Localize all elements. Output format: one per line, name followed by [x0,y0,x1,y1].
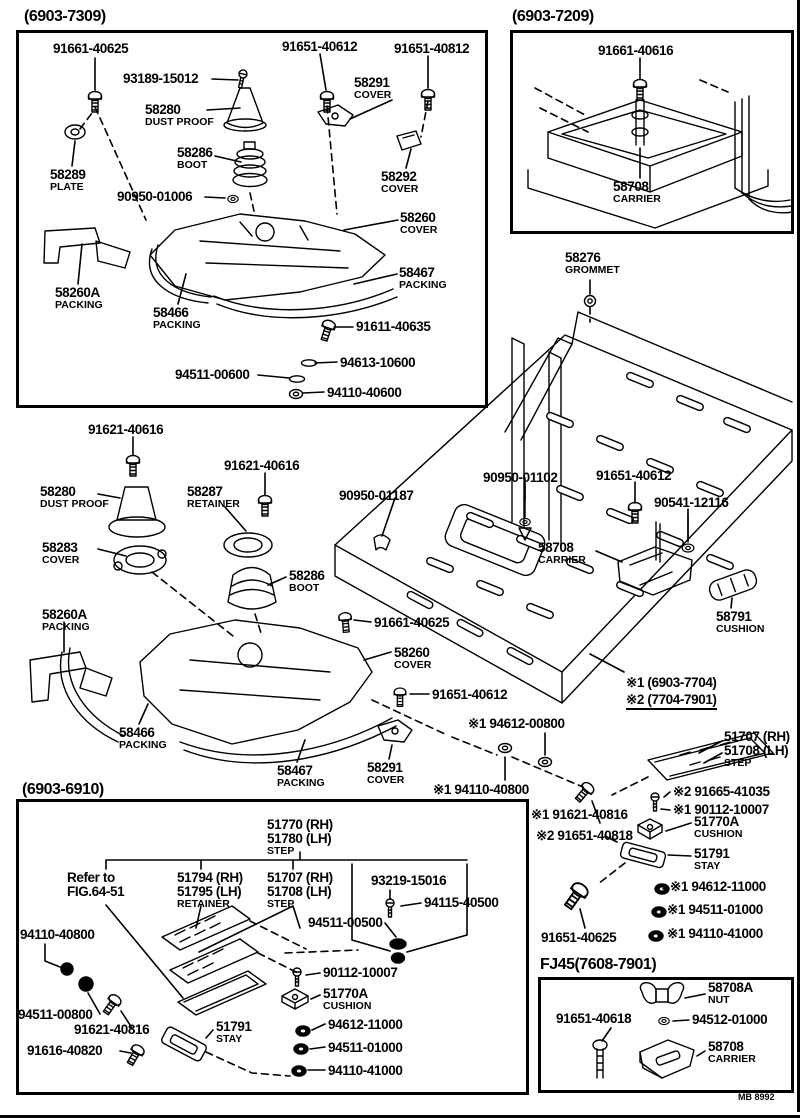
part-label: 91661-40625 [53,41,129,56]
floor-panel-art [334,294,793,704]
part-label: 93219-15016 [371,873,447,888]
part-label: 94511-01000 [328,1040,403,1055]
part-label: ※1 90112-10007 [673,802,769,817]
part-label: 91651-40812 [394,41,470,56]
section-header-bottom-left: (6903-6910) [22,781,104,798]
part-label: 90950-01102 [483,470,558,485]
reference-note: ※2 (7704-7901) [626,693,717,710]
part-label: 94110-40800 [20,927,95,942]
part-label: 91621-40616 [224,458,300,473]
part-label: ※1 94612-00800 [468,716,565,731]
part-label: 91651-40618 [556,1011,632,1026]
plate-code: MB 8992 [738,1092,775,1102]
part-label: 94511-00800 [18,1007,93,1022]
page-edge-right [797,0,800,1112]
part-label: 91651-40612 [596,468,672,483]
carrier-assembly-early-art [527,78,794,229]
part-label: 94613-10600 [340,355,416,370]
shifter-parts-art [108,454,277,610]
fj45-carrier-art [592,982,695,1079]
part-label: 90950-01187 [339,488,414,503]
part-label: ※1 94110-40800 [433,782,529,797]
section-header-top-right: (6903-7209) [512,8,594,25]
part-label: 91621-40616 [88,422,164,437]
shift-cover-assembly-early-art [43,68,436,400]
part-label: ※1 94110-41000 [667,926,763,941]
part-label: ※1 91621-40816 [531,807,628,822]
part-label: 90950-01006 [117,189,193,204]
step-assembly-early-art [60,898,407,1077]
part-label: 51707 (RH)51708 (LH)STEP [724,729,790,769]
part-label: ※2 91651-40818 [536,828,633,843]
section-box-early-carrier [510,30,794,234]
reference-note: ※1 (6903-7704) [626,675,717,690]
part-label: 91651-40612 [432,687,508,702]
part-label: 91661-40625 [374,615,450,630]
part-label: 90541-12116 [654,495,729,510]
part-label: 91621-40816 [74,1022,150,1037]
part-label: 91651-40625 [541,930,617,945]
section-box-early-step [16,799,529,1095]
section-box-fj45-carrier [538,977,794,1093]
dashed-lines [79,79,729,1077]
part-label: ※1 94511-01000 [667,902,763,917]
section-box-early-shift-cover [16,30,488,408]
part-label: 51707 (RH)51708 (LH)STEP [267,870,333,910]
part-label: 90112-10007 [323,965,398,980]
part-label: 51770 (RH)51780 (LH)STEP [267,817,333,857]
section-header-bottom-right: FJ45(7608-7901) [540,956,657,973]
part-label: 91616-40820 [27,1043,103,1058]
page-edge-bottom [0,1115,800,1118]
part-label: ※2 91665-41035 [673,784,770,799]
part-label: 93189-15012 [123,71,199,86]
part-label: 94512-01000 [692,1012,768,1027]
part-label: 94110-40600 [327,385,402,400]
part-label: 91661-40616 [598,43,674,58]
part-label: 94511-00600 [175,367,250,382]
section-header-top-left: (6903-7309) [24,8,106,25]
leader-lines [44,53,733,1071]
part-label: 91611-40635 [356,319,431,334]
part-label: 94110-41000 [328,1063,403,1078]
part-label: 94115-40500 [424,895,499,910]
part-label: 94511-00500 [308,915,383,930]
shift-cover-assembly-late-art [29,611,553,768]
part-label: 51794 (RH)51795 (LH)RETAINER [177,870,243,910]
part-label: 91651-40612 [282,39,358,54]
part-label: ※1 94612-11000 [670,879,766,894]
part-label: 94612-11000 [328,1017,403,1032]
